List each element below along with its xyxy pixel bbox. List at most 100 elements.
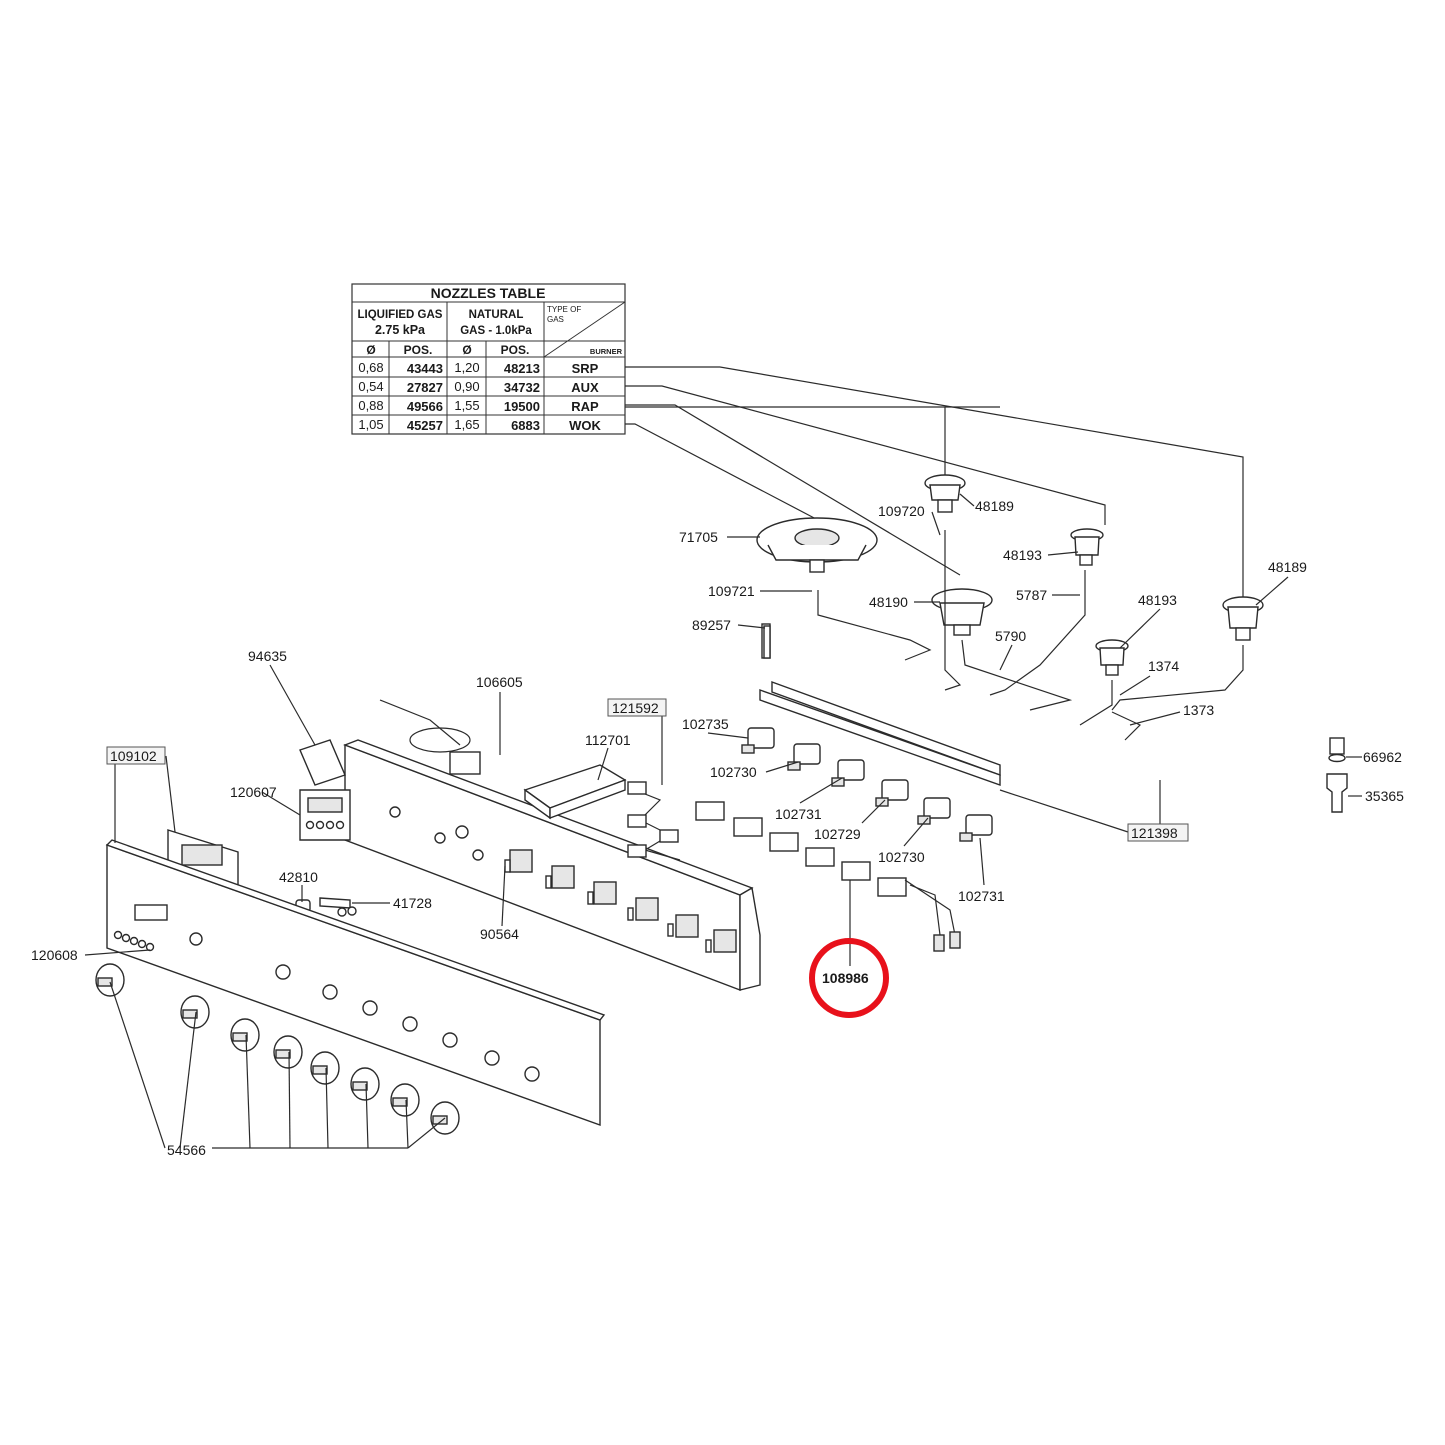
valve (959, 814, 993, 842)
label-120607[interactable]: 120607 (230, 784, 277, 800)
nozzles-table: NOZZLES TABLE LIQUIFIED GAS 2.75 kPa NAT… (351, 283, 626, 435)
gas-pipes (817, 530, 1348, 813)
table-leaders (625, 366, 1244, 597)
cell-lpg-pos: 45257 (407, 418, 443, 433)
label-102730-b[interactable]: 102730 (878, 849, 925, 865)
cell-lpg-pos: 49566 (407, 399, 443, 414)
wiring-harness-121592[interactable] (627, 781, 681, 861)
label-109721[interactable]: 109721 (708, 583, 755, 599)
label-121592[interactable]: 121592 (612, 700, 659, 716)
cell-burner: RAP (571, 399, 599, 414)
label-48189-right[interactable]: 48189 (1268, 559, 1307, 575)
label-90564[interactable]: 90564 (480, 926, 519, 942)
burner-48189-right[interactable] (1222, 596, 1264, 641)
label-48190[interactable]: 48190 (869, 594, 908, 610)
label-5790[interactable]: 5790 (995, 628, 1026, 644)
label-106605[interactable]: 106605 (476, 674, 523, 690)
label-41728[interactable]: 41728 (393, 895, 432, 911)
label-48193-mid[interactable]: 48193 (1138, 592, 1177, 608)
label-121398[interactable]: 121398 (1131, 825, 1178, 841)
label-94635[interactable]: 94635 (248, 648, 287, 664)
cell-lpg-diameter: 0,68 (358, 360, 383, 375)
label-112701[interactable]: 112701 (585, 732, 631, 748)
cell-lpg-diameter: 0,88 (358, 398, 383, 413)
panel-buttons-120608[interactable] (113, 930, 155, 952)
leader-rap (625, 404, 961, 576)
gas-valves[interactable] (741, 727, 993, 842)
label-54566[interactable]: 54566 (167, 1142, 206, 1158)
cell-lpg-pos: 43443 (407, 361, 443, 376)
label-boxes (106, 698, 1189, 842)
table-row: 0,88 49566 1,55 19500 RAP (358, 398, 599, 414)
knob (95, 963, 125, 997)
label-1374[interactable]: 1374 (1148, 658, 1179, 674)
cell-lpg-pos: 27827 (407, 380, 443, 395)
cell-ng-diameter: 1,20 (454, 360, 479, 375)
front-fascia-panel[interactable] (105, 839, 606, 1126)
knob (180, 995, 210, 1029)
label-109102[interactable]: 109102 (110, 748, 157, 764)
gas-label: GAS (547, 315, 564, 324)
knob (230, 1018, 260, 1052)
liquified-gas-header: LIQUIFIED GAS (358, 309, 443, 321)
leader-srp (625, 366, 1244, 597)
table-row: 1,05 45257 1,65 6883 WOK (358, 417, 601, 433)
col-diameter-ng: Ø (462, 343, 471, 357)
valve (831, 759, 865, 787)
screws-90564[interactable] (504, 859, 712, 953)
table-row: 0,68 43443 1,20 48213 SRP (358, 360, 598, 376)
burner-48190[interactable] (931, 588, 993, 636)
screw-89257[interactable] (763, 625, 771, 659)
valve (787, 743, 821, 771)
terminal-block-112701[interactable] (523, 764, 627, 820)
burner-48193-top[interactable] (1070, 528, 1104, 566)
control-knobs-54566[interactable] (95, 963, 460, 1135)
col-pos-ng: POS. (501, 343, 530, 357)
label-35365[interactable]: 35365 (1365, 788, 1404, 804)
callout-leaders (84, 493, 1362, 1149)
switch-41728[interactable] (319, 897, 357, 917)
label-5787[interactable]: 5787 (1016, 587, 1047, 603)
label-102735[interactable]: 102735 (682, 716, 729, 732)
thermostat-106605[interactable] (379, 699, 481, 775)
label-102730[interactable]: 102730 (710, 764, 757, 780)
timer-120607[interactable] (299, 789, 351, 841)
cell-ng-pos: 6883 (511, 418, 540, 433)
label-102729[interactable]: 102729 (814, 826, 861, 842)
label-42810[interactable]: 42810 (279, 869, 318, 885)
burner-48193-mid[interactable] (1095, 639, 1129, 676)
label-66962[interactable]: 66962 (1363, 749, 1402, 765)
cell-ng-diameter: 1,65 (454, 417, 479, 432)
liquified-pressure: 2.75 kPa (375, 323, 426, 337)
cell-burner: WOK (569, 418, 601, 433)
knob (390, 1083, 420, 1117)
col-diameter-lpg: Ø (366, 343, 375, 357)
label-48189[interactable]: 48189 (975, 498, 1014, 514)
label-120608[interactable]: 120608 (31, 947, 78, 963)
burner-label: BURNER (590, 347, 623, 356)
burner-48189-top[interactable] (924, 474, 966, 513)
label-71705[interactable]: 71705 (679, 529, 718, 545)
label-1373[interactable]: 1373 (1183, 702, 1214, 718)
burner-wok-71705[interactable] (756, 517, 878, 573)
knob (273, 1035, 303, 1069)
part-labels: 48189 109720 71705 48193 48189 109721 48… (31, 498, 1404, 1158)
cell-ng-diameter: 1,55 (454, 398, 479, 413)
label-48193[interactable]: 48193 (1003, 547, 1042, 563)
cell-ng-pos: 19500 (504, 399, 540, 414)
cell-lpg-diameter: 0,54 (358, 379, 383, 394)
label-89257[interactable]: 89257 (692, 617, 731, 633)
valve (917, 797, 951, 825)
label-108986[interactable]: 108986 (822, 970, 869, 986)
table-row: 0,54 27827 0,90 34732 AUX (358, 379, 599, 395)
label-109720[interactable]: 109720 (878, 503, 925, 519)
support-bracket-94635[interactable] (299, 739, 346, 786)
label-102731-b[interactable]: 102731 (958, 888, 1005, 904)
natural-gas-header: NATURAL (469, 309, 524, 321)
cell-ng-pos: 34732 (504, 380, 540, 395)
highlight-circle (809, 938, 889, 1018)
valve (741, 727, 775, 754)
label-102731[interactable]: 102731 (775, 806, 822, 822)
ignition-switches[interactable] (695, 801, 961, 952)
